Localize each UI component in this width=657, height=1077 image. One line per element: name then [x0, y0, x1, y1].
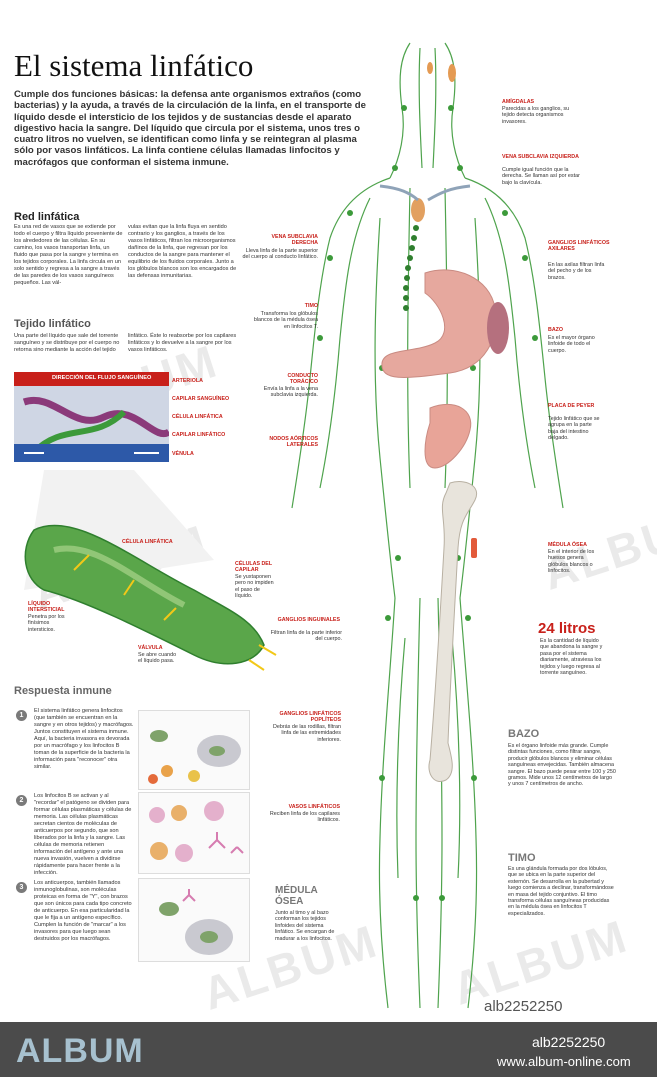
label-vena-subclavia-derecha: VENA SUBCLAVIA DERECHA [271, 234, 319, 247]
label-nodos-aorticos: NODOS AÓRTICOS LATERALES [269, 436, 318, 449]
immune-step-1-illustration [138, 710, 250, 790]
desc-conducto-toracico: Envía la linfa a la vena subclavia izqui… [263, 386, 318, 399]
step-text-3: Los anticuerpos, también llamados inmuno… [34, 880, 132, 942]
label-vena-subclavia-izquierda: VENA SUBCLAVIA IZQUIERDA [502, 154, 579, 160]
lymph-capillary-closeup [24, 470, 277, 671]
desc-timo: Transforma los glóbulos blancos de la mé… [253, 311, 318, 330]
tejido-text-col1: Una parte del líquido que sale del torre… [14, 333, 120, 353]
timo-text: Es una glándula formada por dos lóbulos,… [508, 866, 614, 917]
label-tissue-celula-linfatica: CÉLULA LINFÁTICA [122, 539, 173, 545]
red-text-col1: Es una red de vasos que se extiende por … [14, 224, 123, 286]
desc-vena-subclavia-izquierda: Cumple igual función que la derecha. Se … [502, 167, 580, 186]
section-heading-tejido: Tejido linfático [14, 318, 91, 330]
desc-liquido-intersticial: Penetra por los finísimos intersticios. [28, 614, 65, 633]
step-text-1: El sistema linfático genera linfocitos (… [34, 708, 134, 770]
label-timo: TIMO [304, 303, 318, 309]
section-heading-respuesta: Respuesta inmune [14, 685, 112, 697]
section-heading-red: Red linfática [14, 211, 80, 223]
bazo-heading: BAZO [508, 728, 540, 740]
medula-text: Junto al timo y al bazo conforman los te… [275, 910, 335, 942]
timo-heading: TIMO [508, 852, 536, 864]
label-ganglios-inguinales: GANGLIOS INGUINALES [277, 617, 340, 623]
label-ganglios-axilares: GANGLIOS LINFÁTICOS AXILARES [548, 240, 610, 253]
immune-step-3-illustration [138, 878, 250, 962]
litros-text: Es la cantidad de líquido que abandona l… [540, 638, 603, 677]
desc-ganglios-inguinales: Filtran linfa de la parte inferior del c… [270, 630, 342, 643]
immune-step-2-illustration [138, 792, 250, 874]
label-capilar-linfatico: CAPILAR LINFÁTICO [172, 432, 226, 438]
lymphatic-body-illustration [291, 42, 564, 1009]
femur-bone-shape [428, 481, 478, 782]
desc-valvula: Se abre cuando el líquido pasa. [138, 652, 177, 665]
desc-vasos-linfaticos: Reciben linfa de los capilares linfático… [269, 811, 340, 824]
footer-bar [0, 1022, 657, 1077]
desc-vena-subclavia-derecha: Lleva linfa de la parte superior del cue… [242, 248, 318, 261]
label-vasos-linfaticos: VASOS LINFÁTICOS [288, 804, 340, 810]
red-text-col2: vulas evitan que la linfa fluya en senti… [128, 224, 237, 279]
label-medula-osea: MÉDULA ÓSEA [548, 542, 587, 548]
label-capilar-sanguineo: CAPILAR SANGUÍNEO [172, 396, 230, 402]
flow-direction-banner: DIRECCIÓN DEL FLUJO SANGUÍNEO [52, 375, 152, 381]
step-number-1: 1 [16, 710, 27, 721]
label-venula: VÉNULA [172, 451, 194, 457]
tonsil-shape [448, 64, 456, 82]
bazo-text: Es el órgano linfoide más grande. Cumple… [508, 743, 616, 788]
spleen-shape [487, 302, 509, 354]
desc-ganglios-popliteos: Debrás de las rodillas, filtran linfa de… [272, 724, 341, 743]
label-liquido-intersticial: LÍQUIDO INTERSTICIAL [28, 601, 65, 614]
album-logo: ALBUM [16, 1032, 144, 1070]
page-title: El sistema linfático [14, 48, 254, 83]
label-celula-linfatica: CÉLULA LINFÁTICA [172, 414, 223, 420]
blood-flow-diagram [14, 372, 169, 462]
tejido-text-col2: linfático. Éste lo reabsorbe por los cap… [128, 333, 237, 353]
desc-ganglios-axilares: En las axilas filtran linfa del pecho y … [548, 262, 605, 281]
stomach-shape [381, 269, 497, 378]
footer-url[interactable]: www.album-online.com [497, 1054, 631, 1069]
image-code-top: alb2252250 [484, 998, 563, 1015]
step-number-3: 3 [16, 882, 27, 893]
desc-medula-osea: En el interior de los huesos genera glób… [548, 549, 595, 575]
desc-bazo: Es el mayor órgano linfoide de todo el c… [548, 335, 595, 354]
image-code: alb2252250 [532, 1034, 606, 1050]
label-amigdalas: AMÍGDALAS [502, 99, 535, 105]
label-bazo: BAZO [548, 327, 564, 333]
label-celulas-capilar: CÉLULAS DEL CAPILAR [235, 561, 272, 574]
litros-heading: 24 litros [538, 620, 596, 637]
step-number-2: 2 [16, 795, 27, 806]
label-conducto-toracico: CONDUCTO TORÁCICO [287, 373, 318, 386]
peyer-patch-shape [424, 403, 472, 469]
label-placa-peyer: PLACA DE PEYER [548, 403, 595, 409]
desc-amigdalas: Parecidas a los ganglios, su tejido dete… [502, 106, 570, 125]
thymus-shape [411, 198, 425, 222]
intro-paragraph: Cumple dos funciones básicas: la defensa… [14, 89, 366, 168]
medula-heading: MÉDULA ÓSEA [275, 885, 318, 907]
label-arteriola: ARTERIOLA [172, 378, 203, 384]
label-valvula: VÁLVULA [138, 645, 163, 651]
desc-celulas-capilar: Se yuxtaponen pero no impiden el paso de… [235, 574, 274, 600]
step-text-2: Los linfocitos B se activan y al "record… [34, 793, 132, 876]
bone-marrow-mark [471, 538, 477, 558]
label-ganglios-popliteos: GANGLIOS LINFÁTICOS POPLÍTEOS [279, 711, 341, 724]
desc-placa-peyer: Tejido linfático que se agrupa en la par… [548, 416, 600, 442]
